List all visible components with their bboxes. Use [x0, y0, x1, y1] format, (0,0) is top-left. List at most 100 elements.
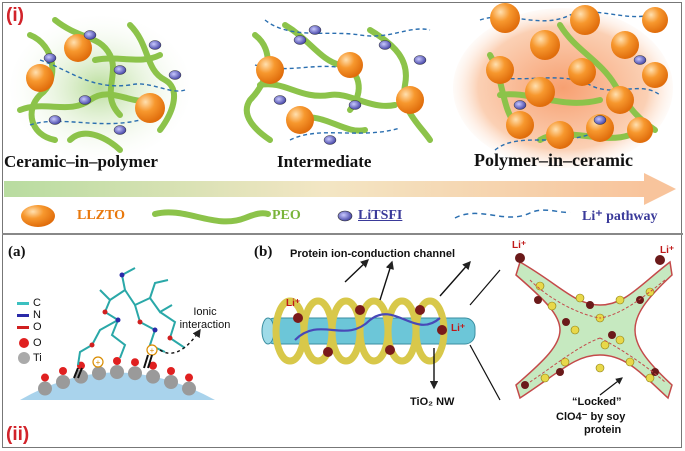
ionic-interaction-label: Ionic interaction — [179, 306, 231, 331]
legend-pathway-label: Li⁺ pathway — [582, 209, 658, 224]
li-label-coil-left: Li⁺ — [286, 298, 301, 309]
li-pathway-1 — [29, 59, 186, 126]
litfsi-ion — [633, 55, 647, 65]
llzto-particle — [490, 3, 520, 33]
legend-peo-symbol — [152, 209, 271, 225]
litfsi-ion — [323, 135, 337, 145]
caption-polymer-in-ceramic: Polymer–in–ceramic — [474, 150, 633, 170]
litfsi-ion — [378, 40, 392, 50]
clo4-anion — [645, 373, 655, 383]
panel-a-label: (a) — [8, 244, 26, 260]
ti-atom — [128, 366, 142, 381]
ti-atom — [74, 369, 88, 384]
litfsi-ion — [43, 53, 57, 63]
llzto-particle — [26, 64, 54, 92]
atom-key-n: N — [33, 309, 41, 321]
svg-text:+: + — [96, 358, 101, 367]
litfsi-ion — [308, 25, 322, 35]
progression-arrow-head — [644, 173, 676, 205]
tio2-nw-label: TiO₂ NW — [410, 396, 455, 408]
litfsi-ion — [113, 65, 127, 75]
legend-peo-label: PEO — [272, 208, 301, 223]
llzto-particle — [606, 86, 634, 114]
caption-intermediate: Intermediate — [277, 152, 372, 171]
svg-text:+: + — [150, 346, 155, 355]
llzto-particle — [286, 106, 314, 134]
llzto-particle — [546, 121, 574, 149]
litfsi-ion — [113, 125, 127, 135]
ion-path — [294, 313, 441, 341]
legend-llzto-symbol — [21, 205, 55, 227]
litfsi-ion — [293, 35, 307, 45]
clo4-anion — [535, 281, 545, 291]
o-atom — [149, 361, 157, 370]
atom-key-c: C — [33, 297, 41, 309]
litfsi-ion — [148, 40, 162, 50]
atom-key-o-ball: O — [33, 337, 42, 349]
llzto-particle — [642, 7, 668, 33]
litfsi-ion — [348, 100, 362, 110]
legend-litfsi-symbol — [337, 210, 353, 222]
litfsi-ion — [593, 115, 607, 125]
llzto-particle — [486, 56, 514, 84]
atom-key-o: O — [33, 321, 42, 333]
panel-a-graphics: + + — [17, 267, 215, 400]
o-atom — [131, 358, 139, 367]
llzto-particles — [26, 3, 668, 149]
clo4-anion — [595, 363, 605, 373]
charge-plus-1 — [92, 356, 104, 368]
llzto-particle — [530, 30, 560, 60]
clo4-anion — [570, 325, 580, 335]
panel-b-graphics — [261, 253, 673, 401]
litfsi-ion — [78, 95, 92, 105]
llzto-particle — [611, 31, 639, 59]
litfsi-ion — [513, 100, 527, 110]
section-divider — [2, 233, 683, 235]
o-atom — [113, 357, 121, 365]
locked-label-2: ClO4⁻ by soy — [556, 411, 626, 423]
llzto-particle — [64, 34, 92, 62]
llzto-particle — [337, 52, 363, 78]
legend-litfsi-label: LiTSFI — [358, 208, 403, 223]
interaction-arrow — [159, 328, 201, 354]
o-atom — [41, 373, 49, 382]
o-atom — [185, 373, 193, 382]
ti-atom — [146, 369, 160, 384]
part-i-label: (i) — [6, 5, 24, 26]
litfsi-ions — [43, 25, 647, 145]
legend-llzto-label: LLZTO — [77, 208, 125, 223]
clo4-anion — [547, 301, 557, 311]
caption-ceramic-in-polymer: Ceramic–in–polymer — [4, 152, 158, 171]
part-ii-label: (ii) — [6, 424, 30, 445]
llzto-particle — [525, 77, 555, 107]
llzto-particle — [642, 62, 668, 88]
o-atom — [167, 367, 175, 375]
llzto-particle — [568, 58, 596, 86]
atom-key-ti-ball: Ti — [33, 352, 42, 364]
atom-key — [17, 302, 30, 364]
ti-atom — [56, 375, 70, 389]
progression-arrow-body — [4, 181, 644, 197]
clo4-anion — [615, 295, 625, 305]
litfsi-ion — [273, 95, 287, 105]
litfsi-ion — [413, 55, 427, 65]
ti-atom — [38, 381, 52, 396]
li-pathway-3 — [479, 11, 661, 151]
ionic-bond-2 — [143, 354, 153, 369]
clo4-anion — [615, 335, 625, 345]
llzto-particle — [135, 93, 165, 123]
li-label-channel-right: Li⁺ — [660, 245, 675, 256]
protein-molecule — [77, 267, 186, 366]
llzto-particle — [506, 111, 534, 139]
llzto-particle — [627, 117, 653, 143]
ionic-bond-1 — [73, 367, 83, 379]
li-label-coil-right: Li⁺ — [451, 323, 466, 334]
litfsi-ion — [48, 115, 62, 125]
locked-label-3: protein — [584, 424, 622, 436]
clo4-anion — [600, 340, 610, 350]
llzto-particle — [570, 5, 600, 35]
ti-atom — [182, 381, 196, 396]
ti-atom — [110, 365, 124, 379]
